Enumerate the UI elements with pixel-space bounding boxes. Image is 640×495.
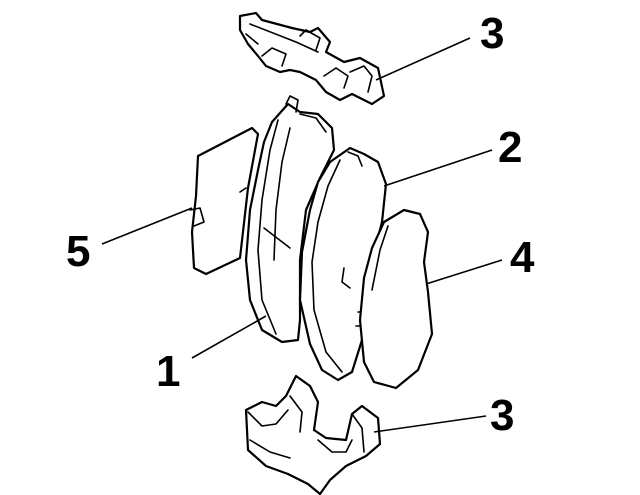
inner-brake-pad bbox=[244, 95, 336, 344]
leader-outer-shim bbox=[425, 259, 503, 285]
outer-pad-shim bbox=[358, 208, 434, 390]
callout-inner-shim: 5 bbox=[66, 227, 90, 276]
lower-retaining-clip bbox=[244, 374, 382, 495]
upper-retaining-clip bbox=[238, 11, 386, 106]
leader-clip-bottom bbox=[373, 415, 487, 433]
callout-outer-shim: 4 bbox=[510, 233, 535, 282]
inner-pad-shim bbox=[189, 126, 260, 276]
callout-inner-pad: 1 bbox=[156, 347, 180, 396]
callout-outer-pad: 2 bbox=[498, 123, 522, 172]
callout-clip-top: 3 bbox=[480, 9, 504, 58]
leader-clip-top bbox=[375, 37, 471, 81]
callout-clip-bottom: 3 bbox=[490, 391, 514, 440]
leader-outer-pad bbox=[383, 149, 493, 187]
leader-inner-pad bbox=[191, 315, 267, 359]
leader-inner-shim bbox=[101, 207, 193, 245]
